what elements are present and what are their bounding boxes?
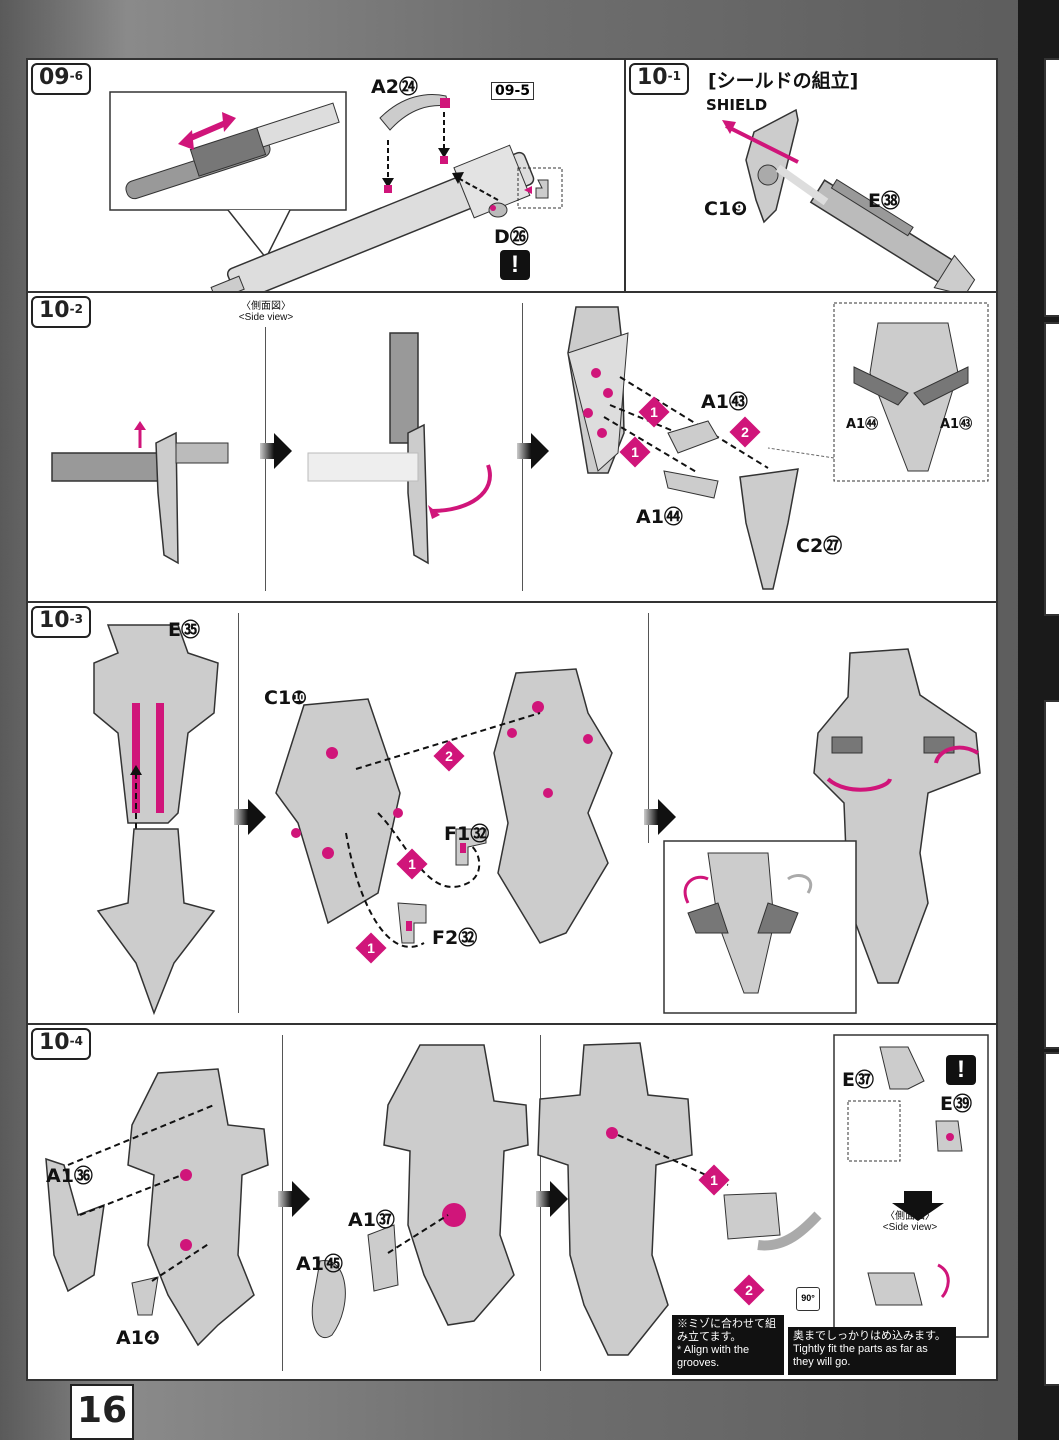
- next-arrow: [260, 433, 292, 469]
- divider: [265, 327, 266, 591]
- inset-label-a1-44: A1㊹: [846, 417, 879, 432]
- part-label-a1-44: A1㊹: [636, 506, 683, 528]
- step-10-2-panel: 10-2 〈側面図〉<Side view> A1㊸ A1㊹ C2㉗ A1㊹ A1…: [26, 291, 998, 603]
- order-badge: 1: [619, 436, 651, 468]
- shield-diagram: [722, 108, 976, 291]
- part-label-a1-37: A1㊲: [348, 1209, 395, 1231]
- part-label-c10: C1❿: [264, 687, 308, 709]
- step-10-1-panel: 10-1 [シールドの組立] SHIELD C1❾ E㊳: [624, 58, 998, 293]
- order-badge: 2: [433, 740, 465, 772]
- next-page-panel: [1044, 58, 1059, 317]
- order-badge: 1: [396, 848, 428, 880]
- exclamation-icon: !: [500, 250, 530, 280]
- shield-final-diagram: [45, 1034, 989, 1356]
- part-label-c2: C2㉗: [796, 535, 843, 557]
- part-label-e37: E㊲: [842, 1069, 874, 1091]
- step-number: 10-2: [31, 296, 91, 328]
- part-label-a2: A2㉔: [371, 76, 418, 98]
- order-badge: 1: [698, 1164, 730, 1196]
- next-arrow: [234, 799, 266, 835]
- next-arrow: [278, 1181, 310, 1217]
- divider: [648, 613, 649, 843]
- step-number: 10-3: [31, 606, 91, 638]
- part-label-e39: E㊴: [940, 1093, 972, 1115]
- step-title: [シールドの組立]: [708, 70, 859, 92]
- next-arrow: [536, 1181, 568, 1217]
- step-10-3-panel: 10-3 E㉟ C1❿ F1㉜ F2㉜ 2 1: [26, 601, 998, 1025]
- next-page-panel: [1044, 700, 1059, 1049]
- order-badge: 2: [733, 1274, 765, 1306]
- shield-assembly-diagram: [51, 302, 989, 590]
- next-page-panel: [1044, 1052, 1059, 1386]
- step-title-en: SHIELD: [706, 96, 768, 114]
- groove-note: ※ミゾに合わせて組み立てます。* Align with the grooves.: [672, 1315, 784, 1375]
- order-badge: 1: [355, 932, 387, 964]
- next-arrow: [517, 433, 549, 469]
- part-label-a1-4: A1❹: [116, 1327, 161, 1349]
- next-page-panel: [1044, 322, 1059, 616]
- reference-step-tag: 09-5: [491, 82, 535, 100]
- side-view-label: 〈側面図〉<Side view>: [238, 301, 294, 323]
- part-label-f1: F1㉜: [444, 823, 490, 845]
- part-label-e: E㊳: [868, 190, 900, 212]
- shield-core-diagram: [93, 624, 981, 1016]
- part-label-c1: C1❾: [704, 198, 748, 220]
- side-view-label: 〈側面図〉<Side view>: [882, 1211, 938, 1233]
- exclamation-icon: !: [946, 1055, 976, 1085]
- step-number: 09-6: [31, 63, 91, 95]
- step-10-4-panel: 10-4 A1㊱ A1❹ A1㊲ A1㊺ E㊲ E㊴ 〈側面図〉<Side vi…: [26, 1023, 998, 1381]
- part-label-a1-45: A1㊺: [296, 1253, 343, 1275]
- step-09-6-panel: 09-6 A2㉔ 09-5 D㉖ !: [26, 58, 626, 293]
- part-label-d: D㉖: [494, 226, 529, 248]
- inset-label-a1-43: A1㊸: [940, 417, 973, 432]
- next-arrow: [644, 799, 676, 835]
- order-badge: 2: [729, 416, 761, 448]
- step-number: 10-4: [31, 1028, 91, 1060]
- fit-note: 奥までしっかりはめ込みます。Tightly fit the parts as f…: [788, 1327, 956, 1375]
- part-label-a1-36: A1㊱: [46, 1165, 93, 1187]
- page-number: 16: [70, 1384, 134, 1440]
- part-label-f2: F2㉜: [432, 927, 478, 949]
- rifle-diagram: [109, 91, 563, 291]
- order-badge: 1: [638, 396, 670, 428]
- rotate-90-icon: 90°: [796, 1287, 820, 1311]
- step-number: 10-1: [629, 63, 689, 95]
- part-label-a1-43: A1㊸: [701, 391, 748, 413]
- part-label-e35: E㉟: [168, 619, 200, 641]
